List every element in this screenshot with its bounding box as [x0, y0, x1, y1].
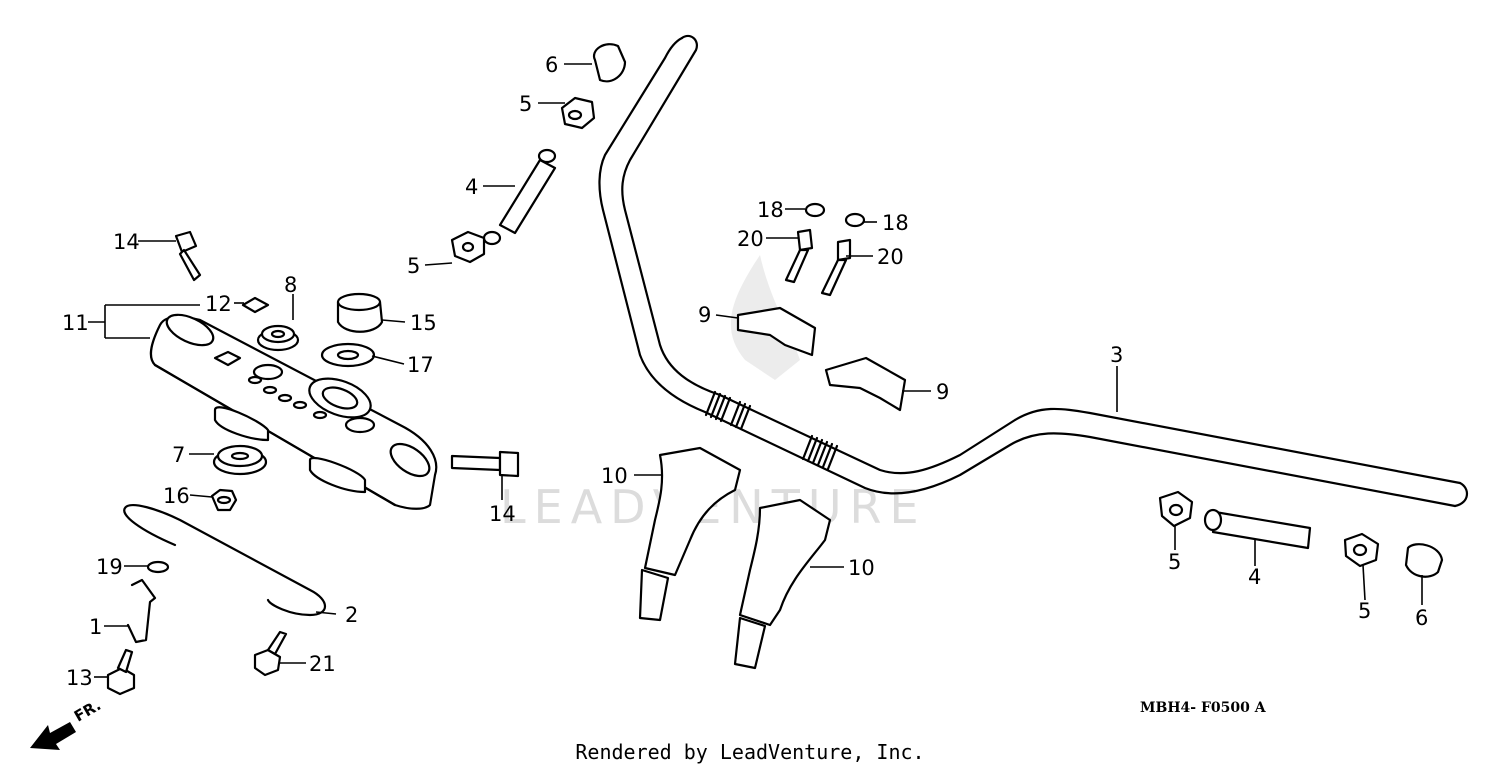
- bolt-13: [106, 648, 136, 696]
- knurl-left: [704, 390, 752, 431]
- callout-4: 4: [1248, 565, 1261, 589]
- diagram-code: MBH4- F0500 A: [1140, 700, 1267, 716]
- bolt-21: [253, 630, 288, 677]
- callout-21: 21: [309, 652, 336, 676]
- nut-15: [336, 292, 384, 333]
- callout-5: 5: [519, 92, 532, 116]
- callout-16: 16: [163, 484, 190, 508]
- callout-19: 19: [96, 555, 123, 579]
- callout-1: 1: [89, 615, 102, 639]
- cap-18-left: [804, 202, 826, 218]
- nut-5-right-a: [1158, 490, 1194, 528]
- callout-11: 11: [62, 311, 89, 335]
- knurl-right: [801, 434, 839, 471]
- callout-10: 10: [848, 556, 875, 580]
- callout-12: 12: [205, 292, 232, 316]
- rubber-mount-7: [212, 444, 268, 476]
- callout-leaders: [88, 63, 1423, 678]
- callout-20: 20: [877, 245, 904, 269]
- rubber-mount-8: [256, 324, 300, 352]
- wire-clip-2: [123, 503, 327, 617]
- holder-9-upper: [736, 306, 817, 357]
- callout-15: 15: [410, 311, 437, 335]
- bar-end-collar-6-right: [1404, 543, 1444, 578]
- callout-5: 5: [1358, 599, 1371, 623]
- weight-4-left: [482, 148, 557, 246]
- nut-16: [210, 488, 238, 512]
- bolt-20-right: [820, 238, 852, 297]
- callout-2: 2: [345, 603, 358, 627]
- callout-3: 3: [1110, 343, 1123, 367]
- rubber-pad-12: [241, 296, 270, 314]
- callout-6: 6: [545, 53, 558, 77]
- callout-10: 10: [601, 464, 628, 488]
- callout-20: 20: [737, 227, 764, 251]
- washer-17: [320, 342, 376, 368]
- callout-5: 5: [1168, 550, 1181, 574]
- callout-14: 14: [113, 230, 140, 254]
- handlebar: [598, 34, 1468, 508]
- callout-18: 18: [757, 198, 784, 222]
- top-bridge: [149, 313, 438, 510]
- callout-13: 13: [66, 666, 93, 690]
- callout-17: 17: [407, 353, 434, 377]
- holder-9-lower: [824, 356, 907, 412]
- callout-7: 7: [172, 443, 185, 467]
- cap-18-right: [844, 212, 866, 228]
- clip-1: [126, 578, 157, 644]
- callout-4: 4: [465, 175, 478, 199]
- callout-labels: 6 5 4 5 14 8 12 11 15 17 7 16 19 1 13 2 …: [62, 53, 1428, 690]
- front-direction-label: FR.: [71, 696, 104, 725]
- callout-5: 5: [407, 254, 420, 278]
- callout-6: 6: [1415, 606, 1428, 630]
- nut-5-right-b: [1343, 532, 1380, 568]
- washer-19: [146, 560, 170, 574]
- callout-14: 14: [489, 502, 516, 526]
- callout-18: 18: [882, 211, 909, 235]
- weight-4-right: [1203, 508, 1312, 550]
- riser-10-right: [733, 498, 832, 670]
- riser-10-left: [638, 446, 742, 622]
- bolt-14-lower: [450, 450, 520, 478]
- callout-8: 8: [284, 273, 297, 297]
- nut-5-upper-left: [560, 96, 596, 130]
- bar-end-collar-6-left: [592, 43, 627, 83]
- callout-9: 9: [698, 303, 711, 327]
- footer-credit: Rendered by LeadVenture, Inc.: [575, 740, 925, 764]
- bolt-14-upper: [174, 230, 202, 282]
- bolt-20-left: [784, 228, 814, 284]
- callout-9: 9: [936, 380, 949, 404]
- nut-5-lower-left: [450, 230, 486, 264]
